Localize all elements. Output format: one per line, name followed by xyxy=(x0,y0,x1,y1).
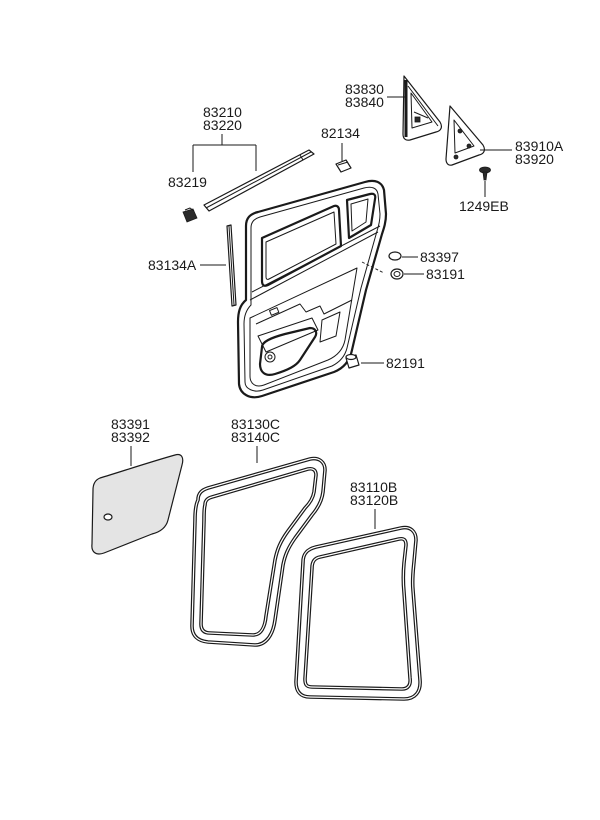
callout-belt-molding-line2: 83220 xyxy=(203,117,242,133)
callout-plug-83397: 83397 xyxy=(420,249,459,265)
callout-belt-molding-line1: 83210 xyxy=(203,104,242,120)
plug-83397-part xyxy=(388,251,402,261)
callout-body-weatherstrip-line2: 83140C xyxy=(231,429,280,445)
door-inner-outline xyxy=(243,186,381,392)
callout-rear-delta-line1: 83910A xyxy=(515,138,564,154)
bumper-part xyxy=(345,353,360,369)
callout-sealing-sheet-line1: 83391 xyxy=(111,416,150,432)
door-quarter-window xyxy=(345,192,377,240)
callout-clip-83219: 83219 xyxy=(168,174,207,190)
door-outer-outline xyxy=(236,179,388,399)
callout-channel: 83134A xyxy=(148,257,197,273)
callout-bumper: 82191 xyxy=(386,355,425,371)
door-weatherstrip-part xyxy=(294,525,422,701)
screw-part xyxy=(479,166,491,181)
callout-delta-cover-line2: 83840 xyxy=(345,94,384,110)
callout-clip-82134: 82134 xyxy=(321,125,360,141)
clip-82134-part xyxy=(335,159,352,173)
callout-delta-cover-line1: 83830 xyxy=(345,81,384,97)
channel-part xyxy=(226,224,237,307)
leader-belt-molding-bracket xyxy=(192,134,257,172)
belt-molding-part xyxy=(203,149,315,212)
door-handle-recess xyxy=(258,326,318,376)
clip-83219-part xyxy=(182,207,198,223)
sealing-sheet-part xyxy=(91,453,184,555)
door-trim-panel xyxy=(249,267,358,387)
callout-door-weatherstrip-line1: 83110B xyxy=(350,479,397,495)
plug-83191-part xyxy=(390,268,404,280)
callout-rear-delta-line2: 83920 xyxy=(515,151,554,167)
callout-sealing-sheet-line2: 83392 xyxy=(111,429,150,445)
callout-screw: 1249EB xyxy=(459,198,509,214)
callout-door-weatherstrip-line2: 83120B xyxy=(350,492,398,508)
callout-plug-83191: 83191 xyxy=(426,266,465,282)
rear-door-part xyxy=(236,179,388,399)
callout-body-weatherstrip-line1: 83130C xyxy=(231,416,280,432)
delta-cover-part xyxy=(402,75,442,141)
body-weatherstrip-part xyxy=(190,456,327,647)
rear-delta-part xyxy=(445,105,485,166)
door-window-opening xyxy=(260,204,343,287)
